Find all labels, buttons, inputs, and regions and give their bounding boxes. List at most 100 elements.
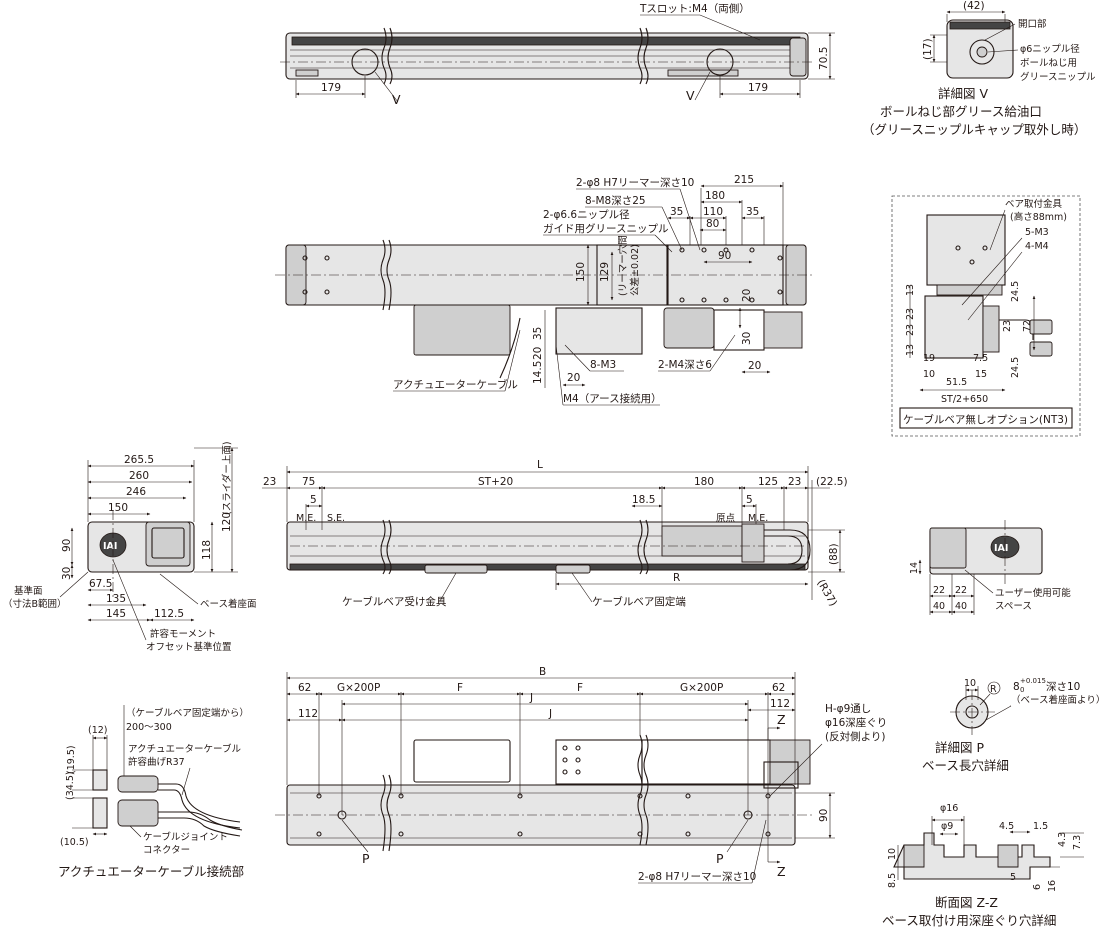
dim-125: 125 <box>758 476 778 488</box>
nt3-dim-24-5-b: 24.5 <box>1010 357 1021 378</box>
end-view: IAI 265.5 260 246 150 120 (スライダー上面) 118 … <box>3 441 257 653</box>
dim-g200-a: G×200P <box>337 682 380 694</box>
dim-22-b: 22 <box>955 585 967 596</box>
detail-p: 10 R 8 +0.015 0 深さ10 （ベース着座面より） 詳細図 P ベー… <box>922 677 1105 773</box>
detail-v-caption-3: （グリースニップルキャップ取外し時） <box>862 122 1086 137</box>
note-h-2: φ16深座ぐり <box>825 716 887 729</box>
dim-40-b: 40 <box>955 601 967 612</box>
nt3-dim-13-a: 13 <box>905 284 916 296</box>
dim-112-a: 112 <box>298 708 318 720</box>
mark-Z-bottom: Z <box>777 864 786 879</box>
dim-12: (12) <box>88 725 108 736</box>
nt3-dim-23-a: 23 <box>905 308 916 320</box>
dim-17: (17) <box>922 38 934 60</box>
dim-B: B <box>539 666 546 678</box>
section-zz: φ16 φ9 4.5 1.5 10 8.5 4.3 7.3 5 6 16 断面図… <box>882 803 1084 928</box>
zz-dim-7-3: 7.3 <box>1072 835 1083 850</box>
zz-dim-9: φ9 <box>941 821 953 832</box>
note-nipple-1: φ6ニップル径 <box>1020 43 1080 55</box>
dim-22-5: (22.5) <box>816 476 848 488</box>
dim-10-5: (10.5) <box>60 837 89 848</box>
dim-23-a: 23 <box>263 476 276 488</box>
zz-dim-4-3: 4.3 <box>1057 832 1068 847</box>
zz-dim-16: φ16 <box>940 803 958 814</box>
note-fixed-end: ケーブルベア固定端 <box>592 595 686 608</box>
nt3-dim-15: 15 <box>975 369 987 380</box>
dim-179-right: 179 <box>748 82 768 94</box>
dim-120: 120 <box>221 512 233 532</box>
cable-joint: (12) (34.5) (19.5) (10.5) （ケーブルベア固定端から） … <box>58 705 249 879</box>
dim-20-a: 20 <box>741 289 753 302</box>
base-view: B 62 G×200P F F G×200P 62 112 J J 112 90… <box>275 666 887 884</box>
detail-p-8: 8 <box>1013 681 1020 693</box>
me-right: M.E. <box>748 513 768 524</box>
detail-p-tol-zero: 0 <box>1020 686 1024 694</box>
note-bracket-1: ベア取付金具 <box>1005 198 1063 210</box>
detail-p-dim-10: 10 <box>964 678 976 689</box>
note-reamer-base: 2-φ8 H7リーマー深さ10 <box>638 871 756 883</box>
dim-67-5: 67.5 <box>89 578 112 590</box>
dim-90: 90 <box>61 539 73 552</box>
nt3-dim-19: 19 <box>923 353 935 364</box>
iai-logo-small: IAI <box>994 543 1008 554</box>
note-joint-2: コネクター <box>143 845 190 856</box>
note-cable-bracket: ケーブルベア受け金具 <box>342 595 447 608</box>
dim-150: 150 <box>108 502 128 514</box>
nt3-box: ベア取付金具 (高さ88mm) 5-M3 4-M4 13 23 23 13 24… <box>891 195 1081 437</box>
dim-30: 30 <box>741 332 753 345</box>
zz-dim-10: 10 <box>887 848 898 860</box>
note-user-space-2: スペース <box>995 601 1032 612</box>
dim-145: 145 <box>106 608 126 620</box>
reamer-pitch-2: 公差±0.02) <box>629 244 641 296</box>
nt3-dim-7-5: 7.5 <box>973 353 988 364</box>
note-5-m3: 5-M3 <box>1025 227 1049 238</box>
note-moment-1: 許容モーメント <box>150 628 216 640</box>
dim-118: 118 <box>201 540 213 560</box>
note-bracket-2: (高さ88mm) <box>1010 211 1067 223</box>
slider-holes <box>302 247 783 303</box>
detail-p-tol-plus: +0.015 <box>1020 677 1046 685</box>
note-nipple-66-1: 2-φ6.6ニップル径 <box>543 208 630 221</box>
nt3-dim-23-b: 23 <box>905 324 916 336</box>
zz-dim-5: 5 <box>1010 872 1016 883</box>
dim-260: 260 <box>129 470 149 482</box>
note-range-2: 200〜300 <box>126 722 172 733</box>
note-8-m3: 8-M3 <box>590 359 616 371</box>
nt3-dim-23: 23 <box>1002 320 1013 332</box>
dim-90: 90 <box>718 250 731 262</box>
se-label: S.E. <box>327 513 345 524</box>
dim-R: R <box>673 572 680 584</box>
dim-J-b: J <box>548 708 552 720</box>
dim-F-b: F <box>577 682 583 694</box>
detail-p-caption-2: ベース長穴詳細 <box>922 758 1009 773</box>
detail-p-depth: 深さ10 <box>1046 681 1080 693</box>
dim-5-b: 5 <box>746 494 753 506</box>
note-actuator-cable: アクチュエーターケーブル <box>393 378 518 391</box>
me-left: M.E. <box>296 513 316 524</box>
dim-265-5: 265.5 <box>124 454 154 466</box>
dim-246: 246 <box>126 486 146 498</box>
dim-112-5: 112.5 <box>154 608 184 620</box>
dim-20-b: 20 <box>532 347 544 360</box>
zz-dim-8-5: 8.5 <box>887 873 898 888</box>
dim-34-5: (34.5) <box>65 771 76 800</box>
dim-35-c: 35 <box>532 327 544 340</box>
dim-J-a: J <box>529 692 533 704</box>
nt3-dim-10: 10 <box>923 369 935 380</box>
note-joint-1: ケーブルジョイント <box>143 831 228 843</box>
detail-p-note: （ベース着座面より） <box>1011 694 1105 706</box>
dim-90-base: 90 <box>818 809 830 822</box>
mark-v-left: V <box>392 92 401 107</box>
detail-v-caption: 詳細図 V <box>938 86 988 101</box>
zz-dim-16b: 16 <box>1047 880 1058 892</box>
dim-14: 14 <box>909 562 920 574</box>
dim-F-a: F <box>457 682 463 694</box>
dim-st-20: ST+20 <box>478 476 513 488</box>
note-h-1: H-φ9通し <box>825 703 871 715</box>
detail-v: (42) (17) 開口部 φ6ニップル径 ボールねじ用 グリースニップル 詳細… <box>862 0 1096 137</box>
dim-88: (88) <box>828 543 840 565</box>
dim-19-5: (19.5) <box>66 745 77 774</box>
note-base-face: ベース着座面 <box>200 598 257 610</box>
note-bend-2: 許容曲げR37 <box>128 756 185 768</box>
